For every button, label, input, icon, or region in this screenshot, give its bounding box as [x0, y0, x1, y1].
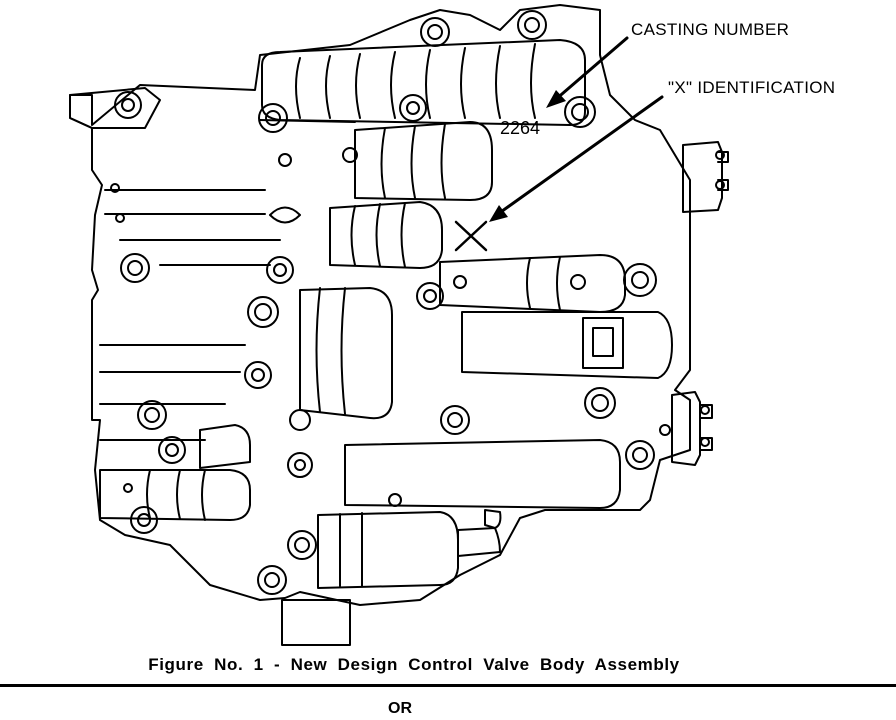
casting-number-arrowhead — [546, 90, 566, 108]
solenoid-plug — [457, 527, 501, 557]
spool-bore-5 — [299, 287, 393, 420]
valve-body-outline — [69, 4, 691, 606]
spool-ridges-8 — [146, 469, 206, 521]
x-identification-arrowhead — [489, 205, 508, 222]
x-identification-mark — [454, 220, 488, 252]
spool-ridges-5 — [315, 287, 346, 415]
mount-bracket-bottom — [281, 599, 351, 646]
x-identification-label: "X" IDENTIFICATION — [668, 78, 836, 97]
divider-rule — [0, 684, 896, 687]
solenoid-ribs — [339, 512, 363, 587]
mount-bracket-left — [69, 87, 161, 129]
spool-bore-2 — [354, 121, 493, 201]
spool-bore-3 — [329, 201, 443, 269]
passage-channels — [99, 119, 356, 441]
casting-number-label: CASTING NUMBER — [631, 20, 790, 39]
fitting-bottom — [671, 391, 701, 466]
spool-bore-top — [261, 39, 586, 126]
spool-ridges-3 — [350, 202, 406, 268]
solenoid-body — [317, 511, 459, 589]
solenoid-tab — [484, 509, 502, 529]
spool-bore-8 — [99, 469, 251, 521]
spool-bore-9 — [199, 424, 251, 469]
casting-number-value: 2264 — [500, 118, 541, 138]
casting-number-leader-line — [553, 36, 629, 102]
bolt-holes — [110, 10, 725, 595]
footer-or-text: OR — [388, 700, 412, 717]
spool-ridges-4 — [526, 256, 561, 311]
fitting-top — [682, 141, 723, 213]
spool-bore-4 — [439, 254, 626, 313]
x-identification-leader-line — [496, 95, 664, 216]
spool-bore-6 — [461, 311, 673, 379]
spool-ridges-2 — [380, 123, 446, 199]
spool-bore-7 — [344, 439, 621, 509]
spool-ridges-top — [295, 43, 536, 119]
figure-caption: Figure No. 1 - New Design Control Valve … — [148, 655, 680, 674]
square-pad — [582, 317, 624, 369]
square-pad-inner — [592, 327, 614, 357]
